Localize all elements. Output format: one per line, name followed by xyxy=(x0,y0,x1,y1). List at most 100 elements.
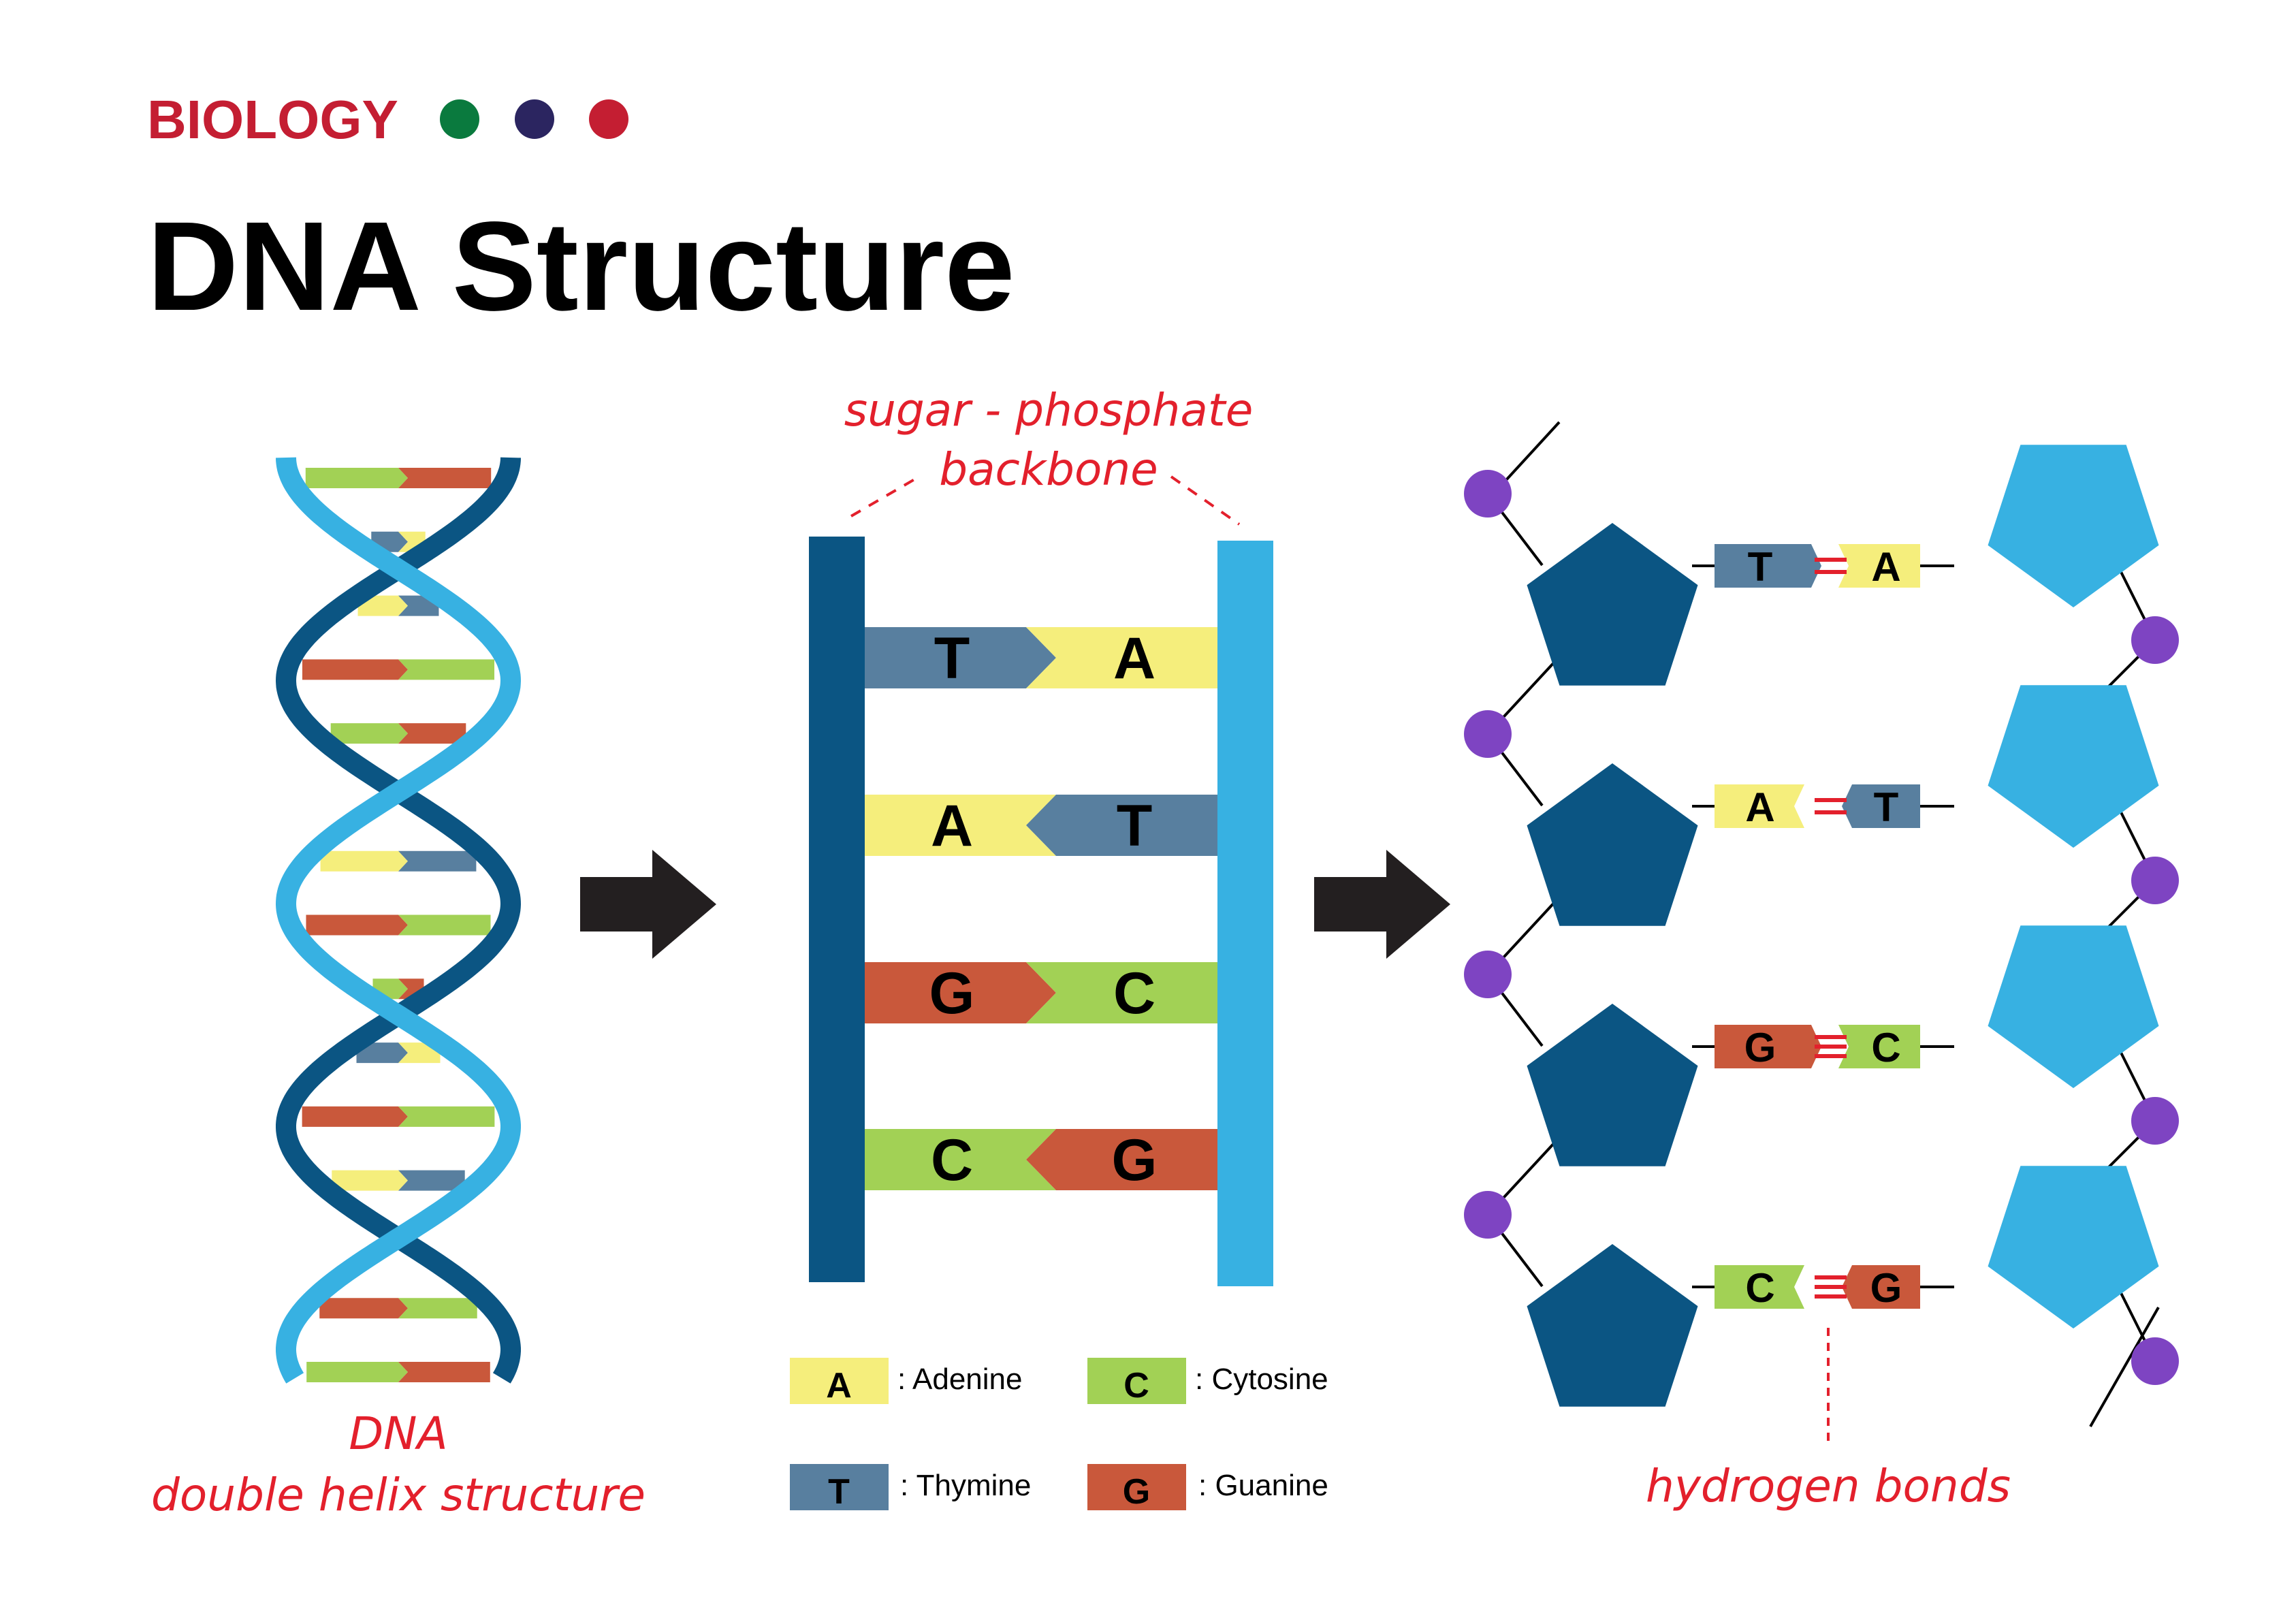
phosphate-right xyxy=(2131,616,2179,664)
chain-letter-left: C xyxy=(1745,1265,1774,1311)
legend-swatch-thymine xyxy=(790,1464,889,1510)
phosphate-left xyxy=(1464,470,1512,518)
navy-dot-icon xyxy=(515,99,554,139)
double-helix-diagram xyxy=(275,457,522,1384)
ladder-letter-left: C xyxy=(931,1128,973,1193)
helix-rung-right xyxy=(398,1170,465,1191)
hbonds-label: hydrogen bonds xyxy=(1646,1460,2011,1512)
ladder-letter-right: A xyxy=(1113,626,1155,691)
ladder-letter-left: G xyxy=(929,961,975,1026)
helix-rung-left xyxy=(357,595,408,616)
chain-letter-right: G xyxy=(1870,1265,1902,1311)
legend-letter-cytosine: C xyxy=(1123,1366,1149,1405)
deoxyribose-sugar-right xyxy=(1988,445,2159,607)
chain-letter-right: T xyxy=(1874,784,1899,830)
deoxyribose-sugar-left xyxy=(1527,763,1698,926)
legend-swatch-guanine xyxy=(1087,1464,1186,1510)
helix-rung-left xyxy=(302,659,408,680)
backbone-label-line1: sugar - phosphate xyxy=(844,384,1254,436)
chain-letter-right: C xyxy=(1871,1025,1900,1070)
ladder-letter-left: A xyxy=(931,793,973,859)
helix-rung-right xyxy=(398,1106,495,1127)
arrow-right-icon xyxy=(1314,850,1450,959)
nucleotide-chain: T A A T G C C G xyxy=(1464,421,2179,1427)
helix-rung-right xyxy=(398,914,491,936)
chain-base-left xyxy=(1715,1265,1804,1309)
helix-rung-right xyxy=(398,723,466,744)
ladder-base-left xyxy=(865,1129,1056,1190)
legend-swatch-cytosine xyxy=(1087,1358,1186,1404)
deoxyribose-sugar-right xyxy=(1988,1166,2159,1328)
helix-rung-left xyxy=(356,1042,408,1064)
helix-rung-right xyxy=(398,850,477,872)
ladder-letter-right: T xyxy=(1117,793,1153,859)
phosphate-left xyxy=(1464,951,1512,998)
legend-letter-thymine: T xyxy=(828,1472,850,1512)
ladder-letter-right: G xyxy=(1112,1128,1158,1193)
ladder-base-right xyxy=(1026,627,1217,688)
chain-bond-line xyxy=(1497,421,1561,490)
helix-rung-left xyxy=(332,1170,408,1191)
chain-letter-left: T xyxy=(1748,544,1773,590)
deoxyribose-sugar-right xyxy=(1988,925,2159,1088)
helix-rung-right xyxy=(398,468,492,488)
helix-label-line1: DNA xyxy=(349,1407,447,1460)
helix-base-pairs xyxy=(302,468,495,1382)
chain-bond-line xyxy=(2089,1307,2160,1427)
phosphate-right xyxy=(2131,1097,2179,1145)
chain-base-right xyxy=(1842,784,1920,828)
deoxyribose-sugar-left xyxy=(1527,1004,1698,1166)
ladder-base-right xyxy=(1026,962,1217,1023)
helix-rung-right xyxy=(398,1042,441,1064)
ladder-light-backbone xyxy=(1217,541,1273,1286)
chain-nucleotides: T A A T G C C G xyxy=(1464,445,2179,1407)
deoxyribose-sugar-left xyxy=(1527,523,1698,686)
ladder-base-left xyxy=(865,627,1056,688)
helix-label-line2: double helix structure xyxy=(151,1469,645,1521)
ladder-letter-left: T xyxy=(934,626,970,691)
helix-rung-left xyxy=(306,914,408,936)
helix-rung-left xyxy=(320,850,408,872)
helix-dark-strand xyxy=(275,457,522,1384)
legend-name-thymine: : Thymine xyxy=(900,1469,1031,1502)
page-title: DNA Structure xyxy=(147,196,1015,337)
backbone-label-line2: backbone xyxy=(939,443,1158,496)
ladder-dark-backbone xyxy=(809,537,865,1282)
helix-rung-left xyxy=(306,1362,408,1382)
chain-base-left xyxy=(1715,1025,1821,1068)
chain-base-left xyxy=(1715,784,1804,828)
green-dot-icon xyxy=(440,99,479,139)
backbone-pointer-left xyxy=(850,475,921,518)
subject-label: BIOLOGY xyxy=(147,89,398,150)
chain-letter-left: G xyxy=(1744,1025,1776,1070)
deoxyribose-sugar-right xyxy=(1988,685,2159,848)
helix-rung-left xyxy=(319,1298,408,1319)
legend-swatch-adenine xyxy=(790,1358,889,1404)
ladder-base-right xyxy=(1026,795,1217,856)
helix-rung-right xyxy=(398,659,495,680)
red-dot-icon xyxy=(589,99,628,139)
phosphate-right xyxy=(2131,1337,2179,1385)
helix-light-strand xyxy=(275,457,522,1384)
legend-letter-adenine: A xyxy=(826,1366,852,1405)
base-legend: A : Adenine T : Thymine C : Cytosine G :… xyxy=(790,1358,1328,1512)
arrow-right-icon xyxy=(580,850,716,959)
ladder-base-left xyxy=(865,962,1056,1023)
backbone-pointer-right xyxy=(1170,475,1241,526)
phosphate-right xyxy=(2131,857,2179,904)
chain-base-left xyxy=(1715,544,1821,588)
ladder-base-right xyxy=(1026,1129,1217,1190)
chain-base-right xyxy=(1838,1025,1920,1068)
chain-letter-left: A xyxy=(1745,784,1774,830)
helix-rung-left xyxy=(305,468,408,488)
chain-letter-right: A xyxy=(1871,544,1900,590)
chain-base-right xyxy=(1842,1265,1920,1309)
helix-rung-right xyxy=(398,1362,490,1382)
legend-name-adenine: : Adenine xyxy=(897,1363,1023,1396)
legend-name-cytosine: : Cytosine xyxy=(1195,1363,1328,1396)
ladder-base-left xyxy=(865,795,1056,856)
helix-rung-right xyxy=(398,1298,477,1319)
deoxyribose-sugar-left xyxy=(1527,1244,1698,1407)
